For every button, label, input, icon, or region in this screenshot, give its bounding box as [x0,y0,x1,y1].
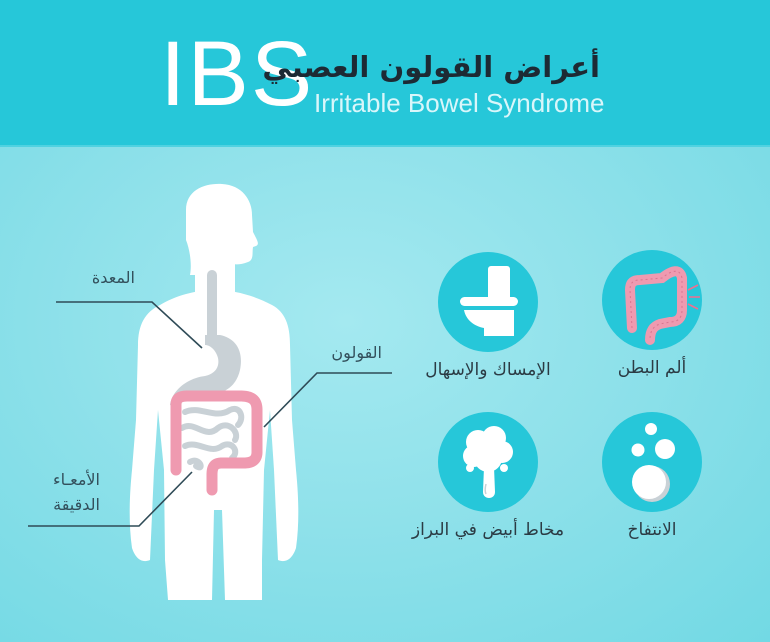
bubbles-icon [631,423,675,502]
stomach-organ [170,270,241,408]
symptom-label: ألم البطن [617,358,687,378]
small-intestine-leader-line [28,471,193,527]
symptom-abdominal-pain: ألم البطن [572,250,732,378]
label-stomach: المعدة [91,268,135,287]
header-banner: IBS أعراض القولون العصبي Irritable Bowel… [0,0,770,147]
title-arabic: أعراض القولون العصبي [262,50,600,84]
body-silhouette [129,183,299,600]
symptom-circle [438,252,538,352]
title-english: Irritable Bowel Syndrome [314,88,605,118]
label-colon: القولون [331,343,382,362]
mucus-drip-icon [463,426,513,498]
toilet-icon [460,266,518,336]
label-small-intestine-line2: الدقيقة [53,495,100,514]
symptom-bloating: الانتفاخ [572,412,732,540]
human-body-illustration [28,183,392,600]
label-small-intestine-line1: الأمعـاء [53,470,100,489]
symptom-circle [602,250,702,350]
symptom-constipation-diarrhea: الإمساك والإسهال [408,252,568,380]
stomach-leader-line [56,301,203,349]
symptom-white-mucus: مخاط أبيض في البراز [408,412,568,540]
colon-leader-line [263,372,392,428]
colon-organ [170,390,263,496]
symptom-circle [602,412,702,512]
small-intestine-organ [179,405,245,471]
symptom-circle [438,412,538,512]
symptom-label: الإمساك والإسهال [425,360,551,380]
symptom-label: الانتفاخ [627,520,677,540]
leader-lines [28,301,392,527]
colon-pain-icon [624,266,700,345]
symptom-label: مخاط أبيض في البراز [411,520,565,540]
ibs-acronym: IBS [160,23,315,125]
